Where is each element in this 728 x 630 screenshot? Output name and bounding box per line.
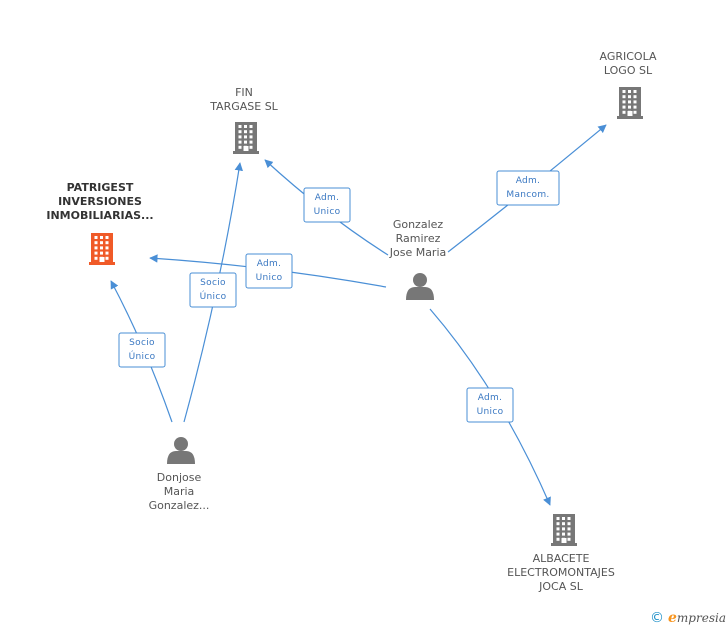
building-icon [551, 514, 577, 546]
edge-gonzalez-to-agricola-logo[interactable]: Adm. Mancom. [447, 124, 607, 253]
edge-label-text: Unico [314, 207, 341, 217]
node-label: PATRIGEST [67, 181, 134, 194]
edge-label-text: Adm. [257, 259, 282, 269]
edge-label-text: Adm. [478, 393, 503, 403]
person-icon [406, 273, 434, 300]
node-label: LOGO SL [604, 64, 653, 77]
edges-layer: Adm.UnicoAdm.Mancom.Adm.UnicoAdm.UnicoSo… [110, 124, 607, 506]
building-icon [89, 233, 115, 265]
node-label: Gonzalez [393, 218, 444, 231]
edge-label-text: Adm. [516, 176, 541, 186]
brand-logo[interactable]: empresia [668, 610, 726, 626]
edge-label-box [245, 253, 293, 289]
node-label: Ramirez [396, 232, 441, 245]
node-label: Donjose [157, 471, 202, 484]
edge-label-text: Único [129, 350, 156, 362]
building-icon [233, 122, 259, 154]
node-label: TARGASE SL [209, 100, 278, 113]
edge-label-text: Mancom. [506, 190, 549, 200]
edge-label-box [466, 387, 514, 423]
person-icon [167, 437, 195, 464]
edge-label-text: Único [200, 290, 227, 302]
edge-gonzalez-to-fin-targase[interactable]: Adm. Unico [264, 159, 389, 256]
edge-label-box [189, 272, 237, 308]
node-label: ELECTROMONTAJES [507, 566, 615, 579]
node-label: AGRICOLA [600, 50, 657, 63]
copyright-icon: © [650, 610, 664, 626]
brand-rest: mpresia [676, 611, 726, 625]
edge-gonzalez-to-patrigest[interactable]: Adm. Unico [149, 253, 387, 289]
node-label: Gonzalez... [149, 499, 210, 512]
node-label: JOCA SL [538, 580, 584, 593]
node-label: Jose Maria [389, 246, 447, 259]
node-label: INMOBILIARIAS... [46, 209, 153, 222]
brand-initial: e [668, 610, 677, 626]
node-donjose[interactable]: DonjoseMariaGonzalez... [149, 437, 210, 512]
edge-label-box [118, 332, 166, 368]
node-label: Maria [164, 485, 195, 498]
node-label: INVERSIONES [58, 195, 142, 208]
edge-gonzalez-to-albacete[interactable]: Adm. Unico [429, 308, 551, 506]
node-patrigest[interactable]: PATRIGESTINVERSIONESINMOBILIARIAS... [46, 181, 154, 265]
edge-label-box [496, 170, 560, 206]
edge-label-text: Unico [477, 407, 504, 417]
edge-label-text: Socio [200, 278, 226, 288]
node-label: FIN [235, 86, 253, 99]
edge-label-text: Adm. [315, 193, 340, 203]
edge-label-text: Socio [129, 338, 155, 348]
node-label: ALBACETE [533, 552, 590, 565]
footer-brand: © empresia [650, 608, 726, 628]
edge-label-box [303, 187, 351, 223]
edge-label-text: Unico [256, 273, 283, 283]
building-icon [617, 87, 643, 119]
